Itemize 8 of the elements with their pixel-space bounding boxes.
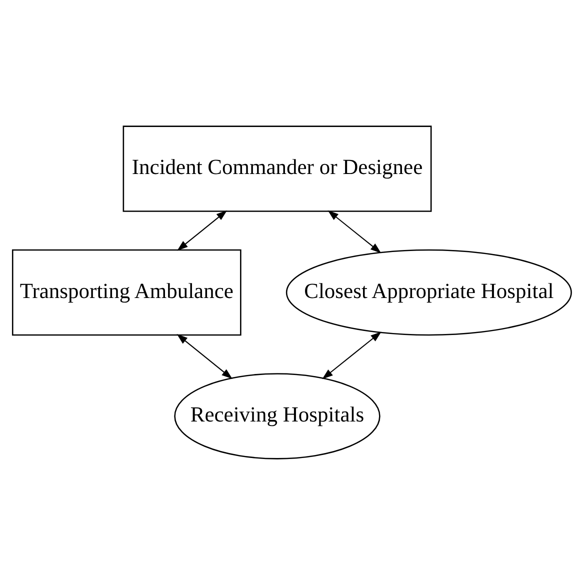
node-ellipse: Receiving Hospitals <box>174 373 380 460</box>
arrow <box>322 332 382 380</box>
arrow <box>176 334 232 379</box>
node-box: Incident Commander or Designee <box>122 126 432 212</box>
arrow <box>177 210 228 251</box>
arrow <box>328 210 382 254</box>
node-box: Transporting Ambulance <box>12 249 242 336</box>
node-ellipse: Closest Appropriate Hospital <box>286 249 572 336</box>
